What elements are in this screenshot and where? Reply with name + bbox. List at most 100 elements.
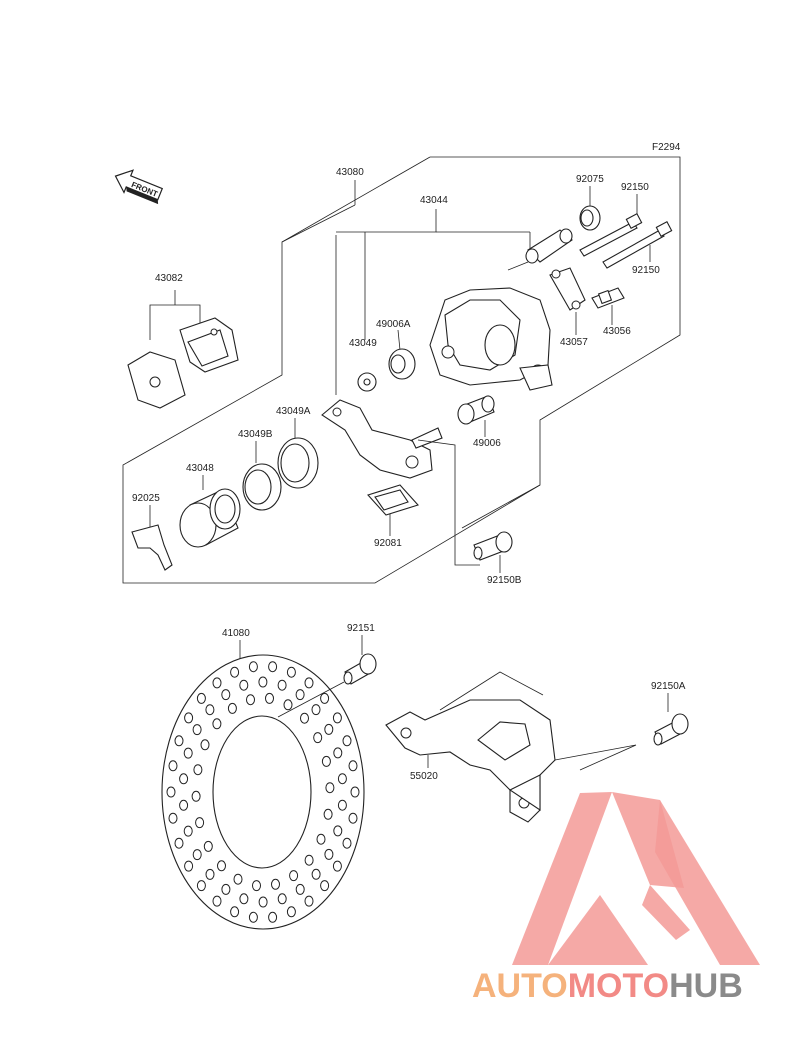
disc-drill-hole [212,718,222,730]
brake-disc-41080 [161,654,365,930]
disc-drill-hole [295,883,305,895]
callout-43049A: 43049A [276,406,311,417]
bolt-92151 [343,653,377,685]
callout-92151: 92151 [347,623,375,634]
callout-43048: 43048 [186,463,214,474]
disc-drill-hole [221,883,231,895]
disc-drill-hole [246,694,255,706]
disc-drill-hole [304,677,314,689]
disc-drill-hole [271,878,280,890]
disc-drill-hole [325,782,335,794]
disc-drill-hole [192,724,202,736]
disc-drill-hole [265,692,274,704]
disc-drill-hole [174,837,184,849]
leader-assembly-bolt [461,484,541,529]
disc-drill-hole [286,906,296,918]
disc-drill-hole [316,833,326,845]
callout-49006A: 49006A [376,319,411,330]
disc-drill-hole [348,760,358,772]
disc-drill-hole [221,689,231,701]
watermark-hub: HUB [669,967,743,1005]
disc-drill-hole [258,676,268,688]
callout-49006: 49006 [473,438,501,449]
disc-drill-hole [168,812,178,824]
disc-drill-hole [193,764,203,776]
leader-mount-top [439,671,544,711]
disc-drill-hole [179,773,189,785]
disc-drill-hole [179,799,189,811]
disc-drill-hole [184,860,194,872]
brake-pad-front [127,351,186,409]
bolt-92150A [653,713,689,746]
link-43057 [549,267,586,311]
clip-92025 [131,524,173,571]
bushing-49006 [457,395,495,425]
disc-drill-hole [277,679,287,691]
callout-43057: 43057 [560,337,588,348]
disc-drill-hole [252,880,261,892]
watermark-auto: AUTO [472,967,568,1005]
bleeder-43056 [591,287,625,309]
leader-pin-body [507,261,529,271]
disc-drill-hole [248,661,258,673]
leader-mount-bolt [554,744,637,771]
assembly-outline [122,156,681,584]
callout-41080: 41080 [222,628,250,639]
disc-drill-hole [195,817,205,829]
leader-49006A [397,329,401,351]
disc-drill-hole [230,666,240,678]
callout-92081: 92081 [374,538,402,549]
callout-43049B: 43049B [238,429,273,440]
disc-drill-hole [333,825,343,837]
disc-drill-hole [233,873,243,885]
disc-drill-hole [350,786,360,798]
callout-92150A: 92150A [651,681,686,692]
disc-drill-hole [212,677,222,689]
disc-drill-hole [304,895,314,907]
piston-43048 [179,488,241,548]
disc-drill-hole [313,732,323,744]
caliper-body [429,287,553,391]
disc-drill-hole [320,880,330,892]
disc-drill-hole [258,896,268,908]
watermark-moto: MOTO [568,967,669,1005]
disc-drill-hole [166,786,176,798]
disc-drill-hole [239,679,249,691]
pin-92150-b [602,221,673,269]
disc-drill-hole [268,661,278,673]
seal-43049A [277,437,319,489]
washer-43049 [357,372,377,392]
disc-drill-hole [337,773,347,785]
disc-drill-hole [332,860,342,872]
disc-drill-hole [168,760,178,772]
front-arrow-icon: FRONT [114,169,164,205]
disc-drill-hole [311,704,321,716]
disc-drill-hole [323,808,333,820]
disc-drill-hole [342,837,352,849]
disc-drill-hole [205,868,215,880]
watermark-text: AUTOMOTOHUB [472,967,743,1005]
disc-drill-hole [248,911,258,923]
disc-drill-hole [311,868,321,880]
disc-drill-hole [289,870,299,882]
disc-drill-hole [277,893,287,905]
disc-drill-hole [203,840,213,852]
leader-bracket-bolt [417,439,480,566]
disc-drill-hole [304,854,314,866]
disc-drill-hole [268,911,278,923]
disc-drill-hole [212,895,222,907]
caliper-mount-55020 [385,699,556,823]
callout-55020: 55020 [410,771,438,782]
figure-code: F2294 [652,142,681,153]
seal-49006A [388,348,416,380]
disc-drill-hole [320,692,330,704]
seal-43049B [242,463,282,511]
brake-pad-rear [179,317,239,373]
disc-drill-hole [321,755,331,767]
callout-92150B: 92150B [487,575,522,586]
disc-drill-hole [183,825,193,837]
disc-drill-hole [230,906,240,918]
disc-drill-hole [192,849,202,861]
disc-drill-hole [191,790,201,802]
